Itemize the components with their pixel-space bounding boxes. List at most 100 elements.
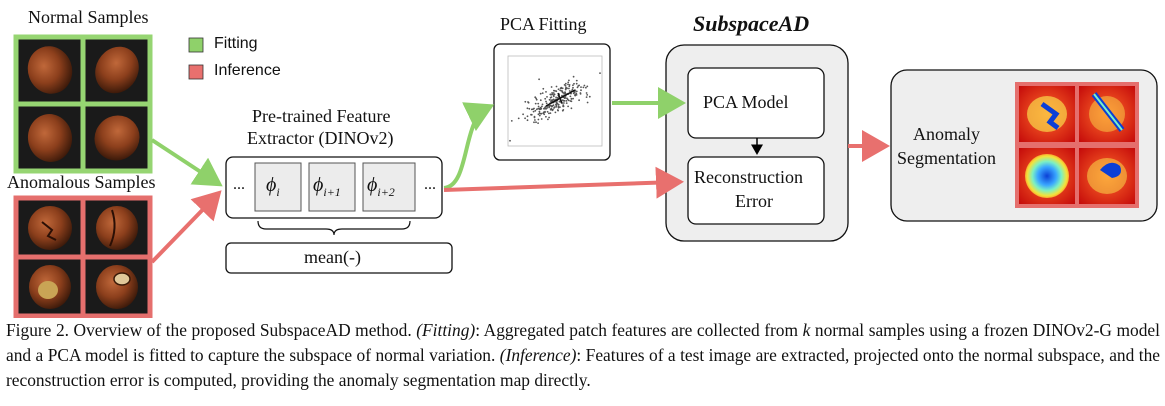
scatter-point [526,119,529,122]
scatter-point [550,86,553,88]
scatter-point [539,112,542,115]
extractor-to-pca-arrow [443,102,495,190]
scatter-point [526,107,529,110]
scatter-point [544,106,546,109]
method-title: SubspaceAD [693,11,810,36]
ellipsis-right: ... [424,176,436,193]
scatter-point [565,102,568,104]
scatter-point [562,99,565,102]
scatter-point [561,109,564,112]
scatter-point [528,107,531,110]
scatter-point [557,105,560,108]
scatter-point [532,110,535,113]
caption-figure: Figure 2. Overview of the proposed Subsp… [6,320,412,340]
scatter-point [546,96,548,98]
scatter-point [548,116,550,119]
scatter-point [572,84,574,87]
pca-model-box [687,67,825,139]
reconstruction-error-box [687,156,825,225]
scatter-point [537,118,540,121]
scatter-point [573,82,575,85]
legend-inference-label: Inference [214,62,281,79]
figure-caption: Figure 2. Overview of the proposed Subsp… [6,318,1160,393]
scatter-point [566,97,568,100]
scatter-point [537,105,540,108]
caption-inference-text: : Features of a test image are extracted… [6,345,1160,390]
scatter-point [548,98,551,101]
scatter-point [553,89,555,92]
scatter-point [546,107,549,109]
feature-phi-i1-box [308,162,356,212]
diagram-canvas [13,34,1158,318]
scatter-point [567,83,569,86]
anomalous-samples-grid [13,195,153,318]
scatter-point [550,93,552,96]
scatter-point [541,92,544,94]
scatter-point [530,108,533,111]
scatter-point [568,87,570,90]
scatter-point [549,112,552,114]
caption-fitting-text-b: normal samples using a frozen DINOv2-G m… [6,320,1160,365]
mean-box [225,242,453,274]
heatmap-grid [1015,82,1139,208]
scatter-point [534,102,537,105]
scatter-point [535,121,537,124]
legend-fitting-label: Fitting [214,35,258,52]
scatter-point [545,102,548,105]
scatter-point [541,105,543,108]
scatter-point [563,102,565,104]
scatter-point [533,116,536,119]
scatter-point [537,122,539,124]
scatter-point [534,109,537,112]
scatter-point [567,81,570,84]
scatter-point [562,105,564,108]
scatter-point [582,86,585,89]
scatter-point [599,72,601,74]
pca-model-label: PCA Model [703,92,789,112]
feature-extractor-title-2: Extractor (DINOv2) [247,128,394,148]
scatter-point [555,103,557,106]
scatter-point [568,79,570,82]
scatter-point [552,104,555,107]
scatter-point [538,110,541,113]
scatter-point [586,85,589,88]
scatter-point [585,86,587,89]
scatter-point [572,97,574,100]
scatter-point [574,94,576,96]
scatter-point [509,139,511,142]
caption-k: k [802,320,811,340]
scatter-point [550,104,552,107]
scatter-point [567,99,570,102]
feature-phi-i2-box [362,162,416,212]
feature-phi-i-box [254,162,302,212]
scatter-point [564,82,567,85]
scatter-point [544,110,546,113]
scatter-point [547,118,549,121]
scatter-point [542,87,545,90]
scatter-point [537,113,540,116]
reconstruction-label-2: Error [735,191,773,211]
scatter-point [572,86,574,89]
scatter-point [555,96,557,99]
scatter-point [570,100,573,103]
scatter-point [580,89,582,92]
scatter-point [568,90,571,92]
scatter-point [555,101,558,104]
scatter-point [576,86,579,89]
scatter-point [543,113,546,116]
scatter-point [552,92,555,94]
scatter-point [533,107,535,110]
scatter-point [565,100,568,102]
scatter-point [572,75,575,78]
scatter-point [585,92,588,94]
scatter-point [546,110,549,113]
scatter-point [570,107,573,110]
scatter-point [575,92,578,95]
scatter-point [537,102,540,105]
caption-fitting-text-a: : Aggregated patch features are collecte… [475,320,799,340]
scatter-point [579,93,582,95]
feature-phi-i2: ϕi+2 [367,174,395,199]
scatter-point [568,84,571,86]
scatter-point [524,100,527,103]
scatter-point [530,113,532,116]
